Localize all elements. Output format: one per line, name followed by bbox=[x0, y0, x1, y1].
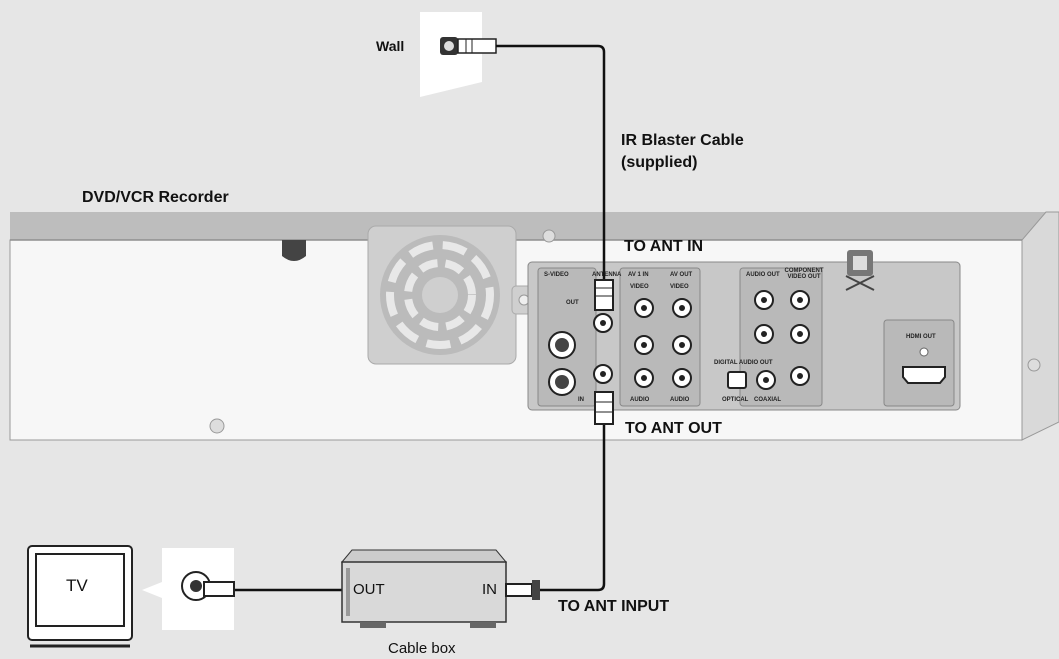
fan-icon bbox=[367, 225, 537, 365]
s-video-jacks bbox=[548, 331, 576, 396]
coax-elbow-connector-icon bbox=[181, 571, 235, 601]
foot-icon bbox=[282, 240, 306, 261]
wall-label: Wall bbox=[376, 38, 405, 54]
recorder-label: DVD/VCR Recorder bbox=[82, 189, 229, 206]
cable-box-icon bbox=[340, 549, 508, 628]
tv-label: TV bbox=[66, 576, 88, 595]
panel-label-component-video-out: COMPONENT VIDEO OUT bbox=[784, 268, 824, 280]
to-ant-in-label: TO ANT IN bbox=[624, 238, 704, 255]
tv-icon bbox=[27, 545, 133, 648]
screw-icon bbox=[1027, 358, 1041, 372]
optical-port-icon bbox=[727, 371, 747, 389]
ir-blaster-label-line1: IR Blaster Cable bbox=[621, 132, 744, 149]
panel-label-s-video: S-VIDEO bbox=[544, 272, 569, 278]
coax-plug-icon bbox=[594, 279, 614, 311]
panel-label-hdmi-out: HDMI OUT bbox=[906, 334, 936, 340]
coax-plug-icon bbox=[505, 580, 540, 600]
rca-jacks bbox=[634, 290, 810, 390]
panel-label-antenna: ANTENNA bbox=[592, 272, 622, 278]
panel-label-video: VIDEO bbox=[670, 284, 689, 290]
screw-icon bbox=[209, 418, 225, 434]
panel-label-digital-audio-out: DIGITAL AUDIO OUT bbox=[714, 360, 773, 366]
hdmi-port-icon bbox=[902, 347, 946, 384]
panel-label-optical: OPTICAL bbox=[722, 397, 749, 403]
to-ant-out-label: TO ANT OUT bbox=[625, 420, 722, 437]
antenna-jacks bbox=[593, 313, 613, 384]
cable-box-out-label: OUT bbox=[353, 581, 385, 598]
panel-label-audio-out: AUDIO OUT bbox=[746, 272, 780, 278]
cable-recorder-to-cable-box bbox=[540, 420, 606, 592]
panel-label-audio: AUDIO bbox=[630, 397, 650, 403]
panel-label-in: IN bbox=[578, 397, 584, 403]
cable-wall-to-recorder bbox=[496, 44, 606, 280]
cable-box-label: Cable box bbox=[388, 640, 456, 657]
panel-label-coaxial: COAXIAL bbox=[754, 397, 781, 403]
ir-blaster-label: IR Blaster Cable (supplied) bbox=[621, 130, 744, 174]
screw-icon bbox=[542, 229, 556, 243]
panel-label-video: VIDEO bbox=[630, 284, 649, 290]
coax-plug-icon bbox=[594, 391, 614, 425]
panel-label-audio: AUDIO bbox=[670, 397, 690, 403]
ir-blaster-label-line2: (supplied) bbox=[621, 154, 698, 171]
cable-box-in-label: IN bbox=[482, 581, 497, 598]
clamp-icon bbox=[845, 250, 875, 291]
wall-outlet-icon bbox=[440, 37, 497, 55]
panel-label-av1-in: AV 1 IN bbox=[628, 272, 649, 278]
to-ant-input-label: TO ANT INPUT bbox=[558, 598, 670, 615]
panel-label-out: OUT bbox=[566, 300, 579, 306]
panel-label-av-out: AV OUT bbox=[670, 272, 693, 278]
